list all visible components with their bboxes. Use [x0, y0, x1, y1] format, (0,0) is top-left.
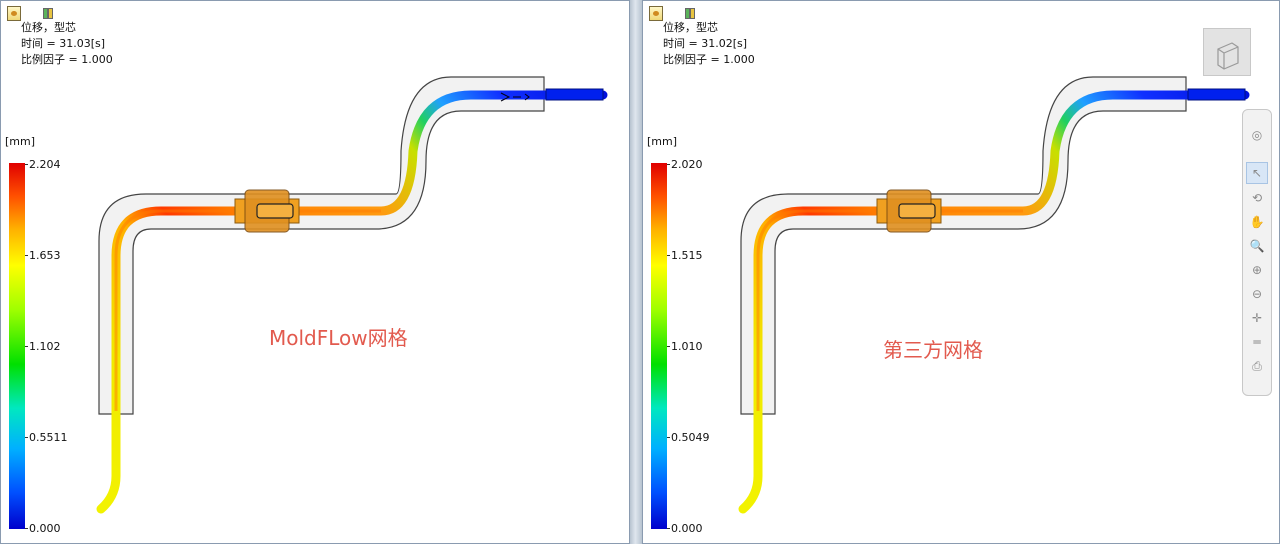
measure-icon[interactable]: ✛ — [1251, 311, 1263, 325]
gate-marker — [500, 92, 530, 102]
orbit-icon[interactable]: ◎ — [1251, 128, 1263, 142]
color-scale-bar — [651, 163, 667, 529]
tick-mark — [25, 255, 28, 256]
result-document-icon[interactable] — [7, 6, 21, 21]
zoom-window-icon[interactable]: ⊕ — [1251, 263, 1263, 277]
tick-mark — [667, 255, 670, 256]
tick-mark — [667, 164, 670, 165]
tick-mark — [25, 164, 28, 165]
color-scale-unit: [mm] — [5, 135, 36, 148]
zoom-fit-icon[interactable]: ⊖ — [1251, 287, 1263, 301]
part-outline — [98, 76, 545, 415]
scale-tick-1: 0.5511 — [29, 431, 68, 444]
section-icon[interactable]: ═ — [1253, 335, 1261, 349]
scale-tick-min: 0.000 — [671, 522, 703, 535]
scale-tick-3: 1.515 — [671, 249, 703, 262]
scale-tick-3: 1.653 — [29, 249, 61, 262]
scale-tick-2: 1.102 — [29, 340, 61, 353]
scale-tick-min: 0.000 — [29, 522, 61, 535]
mesh-legend-icon[interactable] — [43, 8, 55, 20]
scale-tick-1: 0.5049 — [671, 431, 710, 444]
runner-end — [545, 88, 604, 101]
color-scale-bar — [9, 163, 25, 529]
part-outline — [740, 76, 1187, 415]
flow-overlay — [114, 209, 381, 411]
scale-tick-max: 2.020 — [671, 158, 703, 171]
right-result-viewport[interactable]: 位移，型芯时间 = 31.02[s] 比例因子 = 1.000 [mm] 2.02… — [642, 0, 1280, 544]
rotate-icon[interactable]: ⟲ — [1251, 191, 1263, 205]
tick-mark — [25, 346, 28, 347]
result-time: 时间 = 31.03[s] — [21, 37, 106, 50]
left-result-viewport[interactable]: 位移，型芯时间 = 31.03[s] 比例因子 = 1.000 [mm] 2.20… — [0, 0, 630, 544]
scale-tick-max: 2.204 — [29, 158, 61, 171]
result-title: 位移，型芯 — [21, 21, 76, 34]
part-model-render — [738, 76, 1250, 514]
result-info: 位移，型芯时间 = 31.03[s] 比例因子 = 1.000 — [21, 20, 113, 68]
print-icon[interactable]: ⎙ — [1252, 358, 1262, 373]
cube-icon — [1217, 42, 1239, 70]
zoom-icon[interactable]: 🔍 — [1249, 239, 1265, 253]
result-title: 位移，型芯 — [663, 21, 718, 34]
tick-mark — [25, 528, 28, 529]
insert-slot — [898, 203, 936, 219]
flow-overlay — [756, 209, 1023, 411]
result-info: 位移，型芯时间 = 31.02[s] 比例因子 = 1.000 — [663, 20, 755, 68]
color-scale-unit: [mm] — [647, 135, 678, 148]
tick-mark — [667, 346, 670, 347]
view-toolbar: ◎ ↖ ⟲ ✋ 🔍 ⊕ ⊖ ✛ ═ ⎙ — [1242, 109, 1272, 396]
scale-tick-2: 1.010 — [671, 340, 703, 353]
runner-end — [1187, 88, 1246, 101]
tick-mark — [667, 437, 670, 438]
mesh-legend-icon[interactable] — [685, 8, 697, 20]
view-orientation-cube[interactable] — [1203, 28, 1251, 76]
result-scale-factor: 比例因子 = 1.000 — [663, 53, 755, 66]
tick-mark — [25, 437, 28, 438]
mesh-type-label: MoldFLow网格 — [269, 326, 408, 350]
result-document-icon[interactable] — [649, 6, 663, 21]
result-scale-factor: 比例因子 = 1.000 — [21, 53, 113, 66]
mesh-type-label: 第三方网格 — [883, 338, 983, 362]
part-model-render — [96, 76, 608, 514]
result-time: 时间 = 31.02[s] — [663, 37, 748, 50]
displacement-plot — [96, 90, 608, 514]
select-icon[interactable]: ↖ — [1246, 162, 1268, 184]
split-divider[interactable] — [630, 0, 642, 544]
insert-slot — [256, 203, 294, 219]
displacement-plot — [738, 90, 1250, 514]
pan-icon[interactable]: ✋ — [1249, 215, 1265, 229]
tick-mark — [667, 528, 670, 529]
